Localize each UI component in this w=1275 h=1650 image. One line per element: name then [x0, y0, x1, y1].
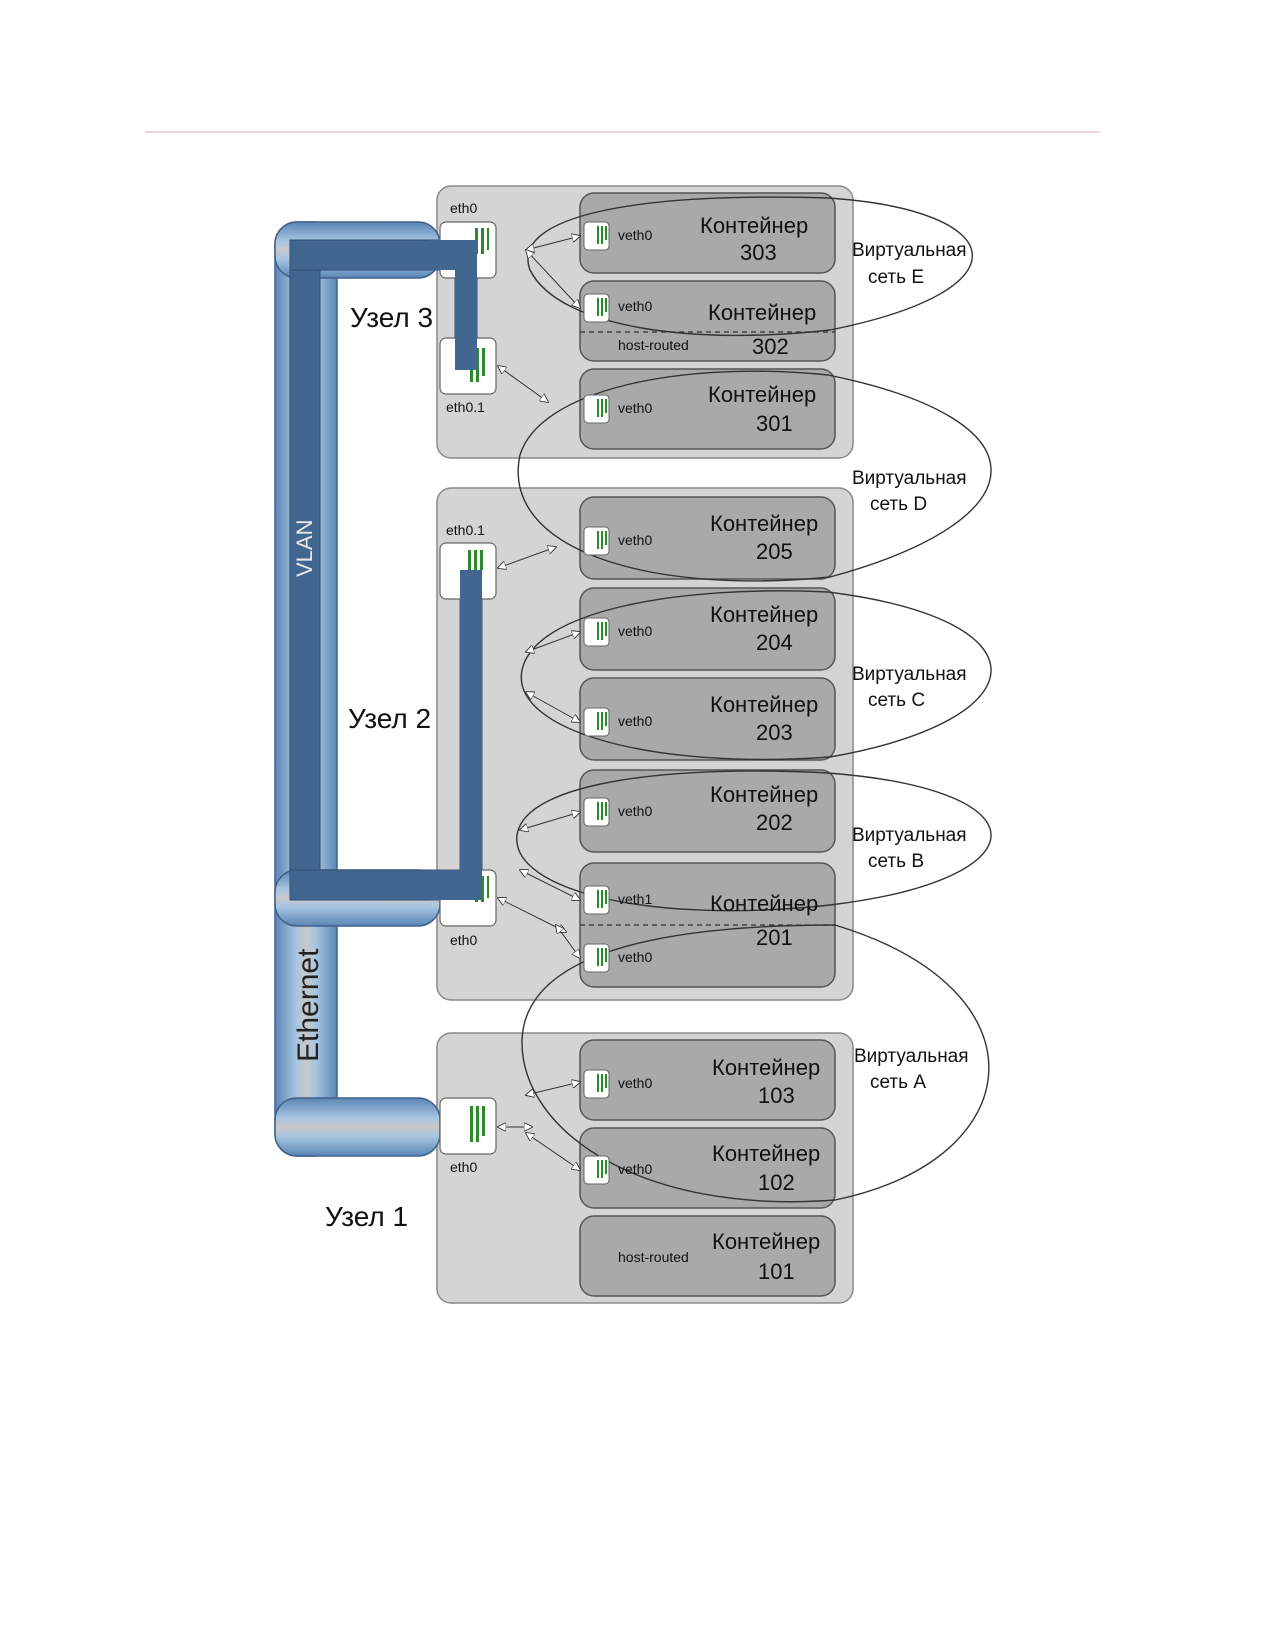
node3-eth01-label: eth0.1 [446, 399, 485, 415]
network-label-line2: сеть E [868, 267, 924, 288]
container-number: 205 [756, 539, 793, 564]
vlan-label: VLAN [292, 520, 317, 577]
network-d-label: Виртуальная сеть D [852, 468, 967, 515]
iface-label: veth0 [618, 1161, 652, 1177]
node2-eth01-label: eth0.1 [446, 522, 485, 538]
container-number: 303 [740, 240, 777, 265]
link-302 [526, 250, 580, 308]
container-number: 301 [756, 411, 793, 436]
iface-label: veth0 [618, 298, 652, 314]
network-label-line1: Виртуальная [852, 468, 967, 489]
network-a-label: Виртуальная сеть A [854, 1046, 969, 1093]
node3-label: Узел 3 [350, 302, 433, 333]
network-label-line1: Виртуальная [852, 240, 967, 261]
container-204-labels: veth0 Контейнер 204 [618, 602, 818, 655]
network-d-outline [517, 370, 992, 582]
link-102 [526, 1133, 580, 1170]
container-303-labels: veth0 Контейнер 303 [618, 213, 808, 265]
container-name: Контейнер [710, 511, 818, 536]
link-203 [526, 692, 580, 722]
container-101-labels: host-routed Контейнер 101 [618, 1229, 820, 1284]
container-205-labels: veth0 Контейнер 205 [618, 511, 818, 564]
container-name: Контейнер [712, 1229, 820, 1254]
container-number: 203 [756, 720, 793, 745]
container-name: Контейнер [708, 382, 816, 407]
iface-label: veth0 [618, 532, 652, 548]
iface-label: veth0 [618, 623, 652, 639]
container-203-labels: veth0 Контейнер 203 [618, 692, 818, 745]
network-c-outline [520, 590, 992, 761]
container-202-labels: veth0 Контейнер 202 [618, 782, 818, 835]
link-202 [520, 812, 580, 830]
node2-eth0-label: eth0 [450, 932, 477, 948]
container-301 [579, 368, 836, 450]
container-102-labels: veth0 Контейнер 102 [618, 1141, 820, 1195]
network-b-outline [516, 770, 992, 912]
host-routed-label: host-routed [618, 1249, 689, 1265]
iface-label: veth0 [618, 949, 652, 965]
link-eth0-201 [498, 898, 566, 932]
container-name: Контейнер [710, 602, 818, 627]
network-label-line1: Виртуальная [852, 825, 967, 846]
container-number: 201 [756, 925, 793, 950]
ethernet-label: Ethernet [292, 948, 325, 1062]
link-301 [498, 366, 548, 402]
network-e-outline [527, 196, 973, 337]
network-b-label: Виртуальная сеть B [852, 825, 967, 872]
container-number: 102 [758, 1170, 795, 1195]
link-201-1 [520, 870, 580, 900]
container-103-labels: veth0 Контейнер 103 [618, 1055, 820, 1108]
container-number: 101 [758, 1259, 795, 1284]
link-103 [526, 1082, 580, 1095]
network-label-line2: сеть B [868, 851, 924, 872]
container-number: 204 [756, 630, 793, 655]
iface-label: veth0 [618, 1075, 652, 1091]
container-number: 202 [756, 810, 793, 835]
network-label-line1: Виртуальная [852, 664, 967, 685]
container-302 [579, 280, 836, 362]
container-name: Контейнер [710, 782, 818, 807]
link-205 [498, 547, 556, 568]
node1-label: Узел 1 [325, 1201, 408, 1232]
port-node1-eth0 [439, 1097, 497, 1155]
container-301-labels: veth0 Контейнер 301 [618, 382, 816, 436]
link-201-0 [556, 925, 580, 958]
iface-label: veth0 [618, 803, 652, 819]
iface-label: veth0 [618, 713, 652, 729]
container-name: Контейнер [710, 692, 818, 717]
network-label-line2: сеть D [870, 494, 927, 515]
network-e-label: Виртуальная сеть E [852, 240, 967, 288]
container-number: 103 [758, 1083, 795, 1108]
link-204 [526, 632, 580, 652]
container-302-labels: veth0 Контейнер host-routed 302 [618, 298, 816, 359]
link-303 [526, 236, 580, 250]
iface-label: veth0 [618, 400, 652, 416]
container-name: Контейнер [712, 1055, 820, 1080]
container-number: 302 [752, 334, 789, 359]
container-303 [579, 192, 836, 274]
network-label-line2: сеть A [870, 1072, 926, 1093]
node1-eth0-label: eth0 [450, 1159, 477, 1175]
node2-label: Узел 2 [348, 703, 431, 734]
container-101 [579, 1215, 836, 1297]
host-routed-label: host-routed [618, 337, 689, 353]
container-201-labels: veth1 Контейнер 201 veth0 [618, 891, 818, 965]
iface-label: veth0 [618, 227, 652, 243]
container-204 [579, 587, 836, 671]
iface-label: veth1 [618, 891, 652, 907]
network-label-line1: Виртуальная [854, 1046, 969, 1067]
container-name: Контейнер [708, 300, 816, 325]
container-name: Контейнер [712, 1141, 820, 1166]
network-c-label: Виртуальная сеть C [852, 664, 967, 711]
container-name: Контейнер [710, 891, 818, 916]
container-name: Контейнер [700, 213, 808, 238]
node3-eth0-label: eth0 [450, 200, 477, 216]
network-label-line2: сеть C [868, 690, 925, 711]
